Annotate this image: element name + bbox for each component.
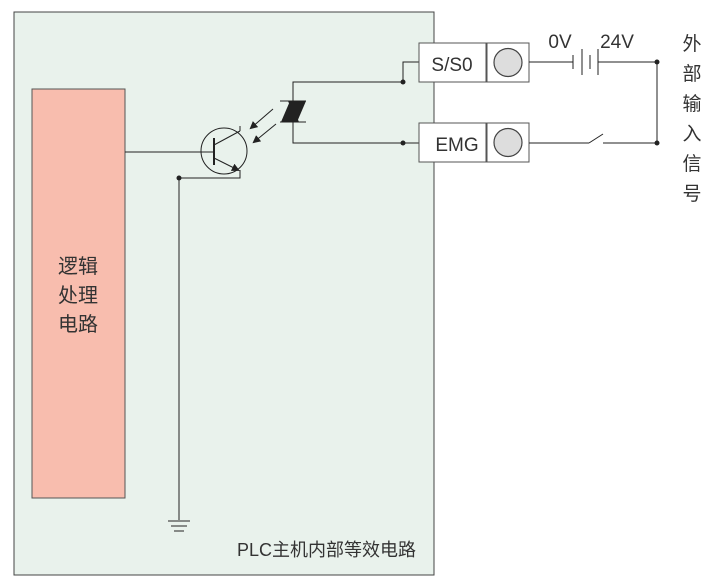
- external-label-4: 入: [682, 124, 701, 145]
- logic-block: [31, 88, 126, 499]
- logic-block-label-1: 逻辑: [58, 255, 98, 278]
- battery-icon: [572, 49, 599, 75]
- external-label-3: 输: [682, 93, 701, 115]
- terminal-ss0-screw-icon: [493, 47, 523, 78]
- terminal-ss0: S/S0: [418, 42, 530, 83]
- external-bottom-junction: [654, 140, 660, 146]
- led-to-emg-wire: [292, 122, 419, 144]
- terminal-emg-screw-icon: [493, 127, 523, 158]
- emg-junction: [400, 140, 406, 146]
- battery-0v-label: 0V: [548, 32, 572, 53]
- ss0-junction: [400, 79, 406, 85]
- logic-block-label-2: 处理: [58, 284, 98, 307]
- external-label-2: 部: [682, 63, 701, 85]
- phototransistor-icon: [200, 127, 248, 175]
- terminal-emg-label: EMG: [435, 135, 478, 156]
- logic-block-label-3: 电路: [58, 313, 98, 336]
- external-label-5: 信: [682, 153, 701, 175]
- external-top-junction: [654, 59, 660, 65]
- emitter-wire: [178, 170, 241, 520]
- terminal-emg: EMG: [418, 122, 530, 163]
- board-caption: PLC主机内部等效电路: [237, 540, 416, 560]
- terminal-ss0-label: S/S0: [431, 55, 472, 76]
- switch-icon: [588, 133, 604, 144]
- battery-24v-label: 24V: [600, 32, 634, 53]
- light-arrows-icon: [249, 108, 277, 144]
- emitter-junction: [176, 175, 182, 181]
- ground-icon: [168, 520, 190, 532]
- external-label-6: 号: [682, 184, 701, 205]
- external-label-1: 外: [682, 33, 701, 55]
